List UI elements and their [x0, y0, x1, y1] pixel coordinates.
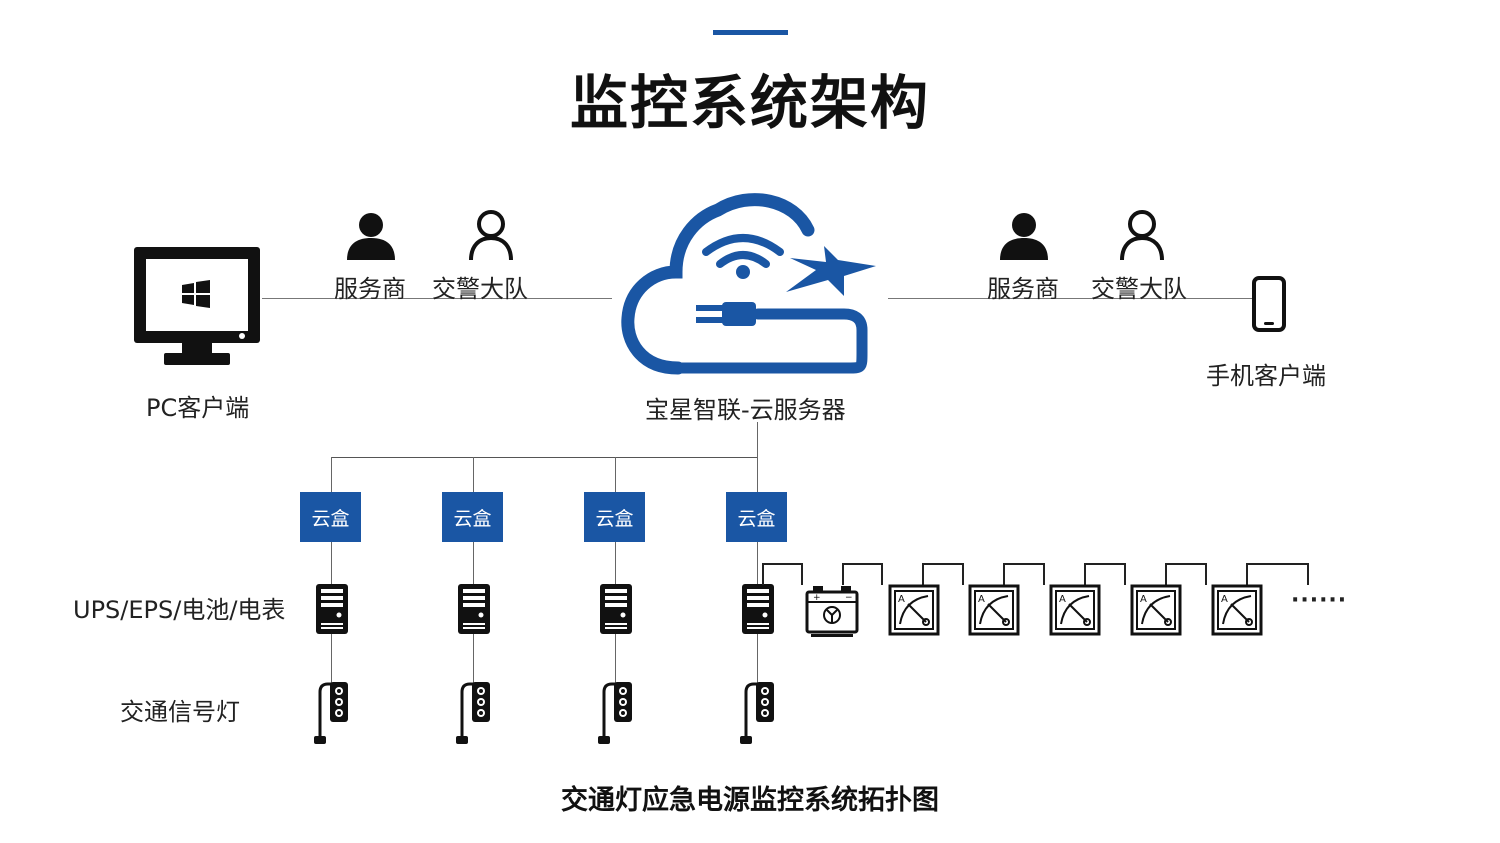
- right-traffic-police-label: 交警大队: [1091, 275, 1187, 303]
- chain-line: [1307, 563, 1309, 585]
- chain-line: [1246, 563, 1248, 585]
- chain-line: [1043, 563, 1045, 585]
- svg-text:A: A: [1059, 594, 1066, 605]
- left-service-provider-label: 服务商: [334, 275, 406, 303]
- user-solid-icon: [998, 210, 1050, 262]
- cloud-server-label: 宝星智联-云服务器: [645, 396, 846, 424]
- branch-line: [473, 457, 474, 493]
- cloud-box-1: 云盒: [300, 492, 361, 542]
- page-title: 监控系统架构: [569, 69, 930, 137]
- left-traffic-police-label: 交警大队: [432, 275, 528, 303]
- box-to-ups-line: [473, 542, 474, 584]
- left-connector-line: [262, 298, 612, 299]
- electric-meter-icon: A: [1211, 584, 1263, 636]
- svg-text:+: +: [813, 593, 821, 603]
- ups-to-light-line: [331, 634, 332, 684]
- svg-text:A: A: [898, 594, 905, 605]
- user-solid-icon: [345, 210, 397, 262]
- chain-line: [842, 563, 844, 585]
- chain-line: [1165, 563, 1167, 585]
- chain-line: [1124, 563, 1126, 585]
- chain-line: [922, 563, 963, 565]
- electric-meter-icon: A: [968, 584, 1020, 636]
- chain-line: [962, 563, 964, 585]
- ups-to-light-line: [757, 634, 758, 684]
- mobile-client-label: 手机客户端: [1206, 362, 1326, 390]
- battery-icon: + −: [805, 584, 859, 638]
- box-to-ups-line: [331, 542, 332, 584]
- server-trunk-line: [757, 422, 758, 458]
- electric-meter-icon: A: [888, 584, 940, 636]
- ups-row-label: UPS/EPS/电池/电表: [73, 596, 286, 624]
- pc-client-label: PC客户端: [146, 394, 250, 422]
- branch-line: [331, 457, 332, 493]
- cloud-box-4: 云盒: [726, 492, 787, 542]
- cloud-box-3: 云盒: [584, 492, 645, 542]
- user-outline-icon: [1119, 208, 1165, 262]
- ups-unit-icon: [741, 583, 775, 635]
- chain-line: [1165, 563, 1206, 565]
- svg-text:A: A: [978, 594, 985, 605]
- chain-line: [762, 563, 764, 585]
- chain-line: [1084, 563, 1086, 585]
- chain-line: [842, 563, 882, 565]
- pc-monitor-icon: [132, 245, 262, 370]
- distribution-bus-line: [331, 457, 758, 458]
- chain-line: [1003, 563, 1044, 565]
- mobile-phone-icon: [1252, 276, 1286, 332]
- ups-unit-icon: [599, 583, 633, 635]
- user-outline-icon: [468, 208, 514, 262]
- chain-line: [1084, 563, 1125, 565]
- chain-line: [922, 563, 924, 585]
- cloud-box-2: 云盒: [442, 492, 503, 542]
- ups-to-light-line: [615, 634, 616, 684]
- traffic-light-row-label: 交通信号灯: [120, 698, 240, 726]
- cloud-server-icon: [618, 180, 880, 375]
- chain-line: [762, 563, 802, 565]
- svg-text:A: A: [1221, 594, 1228, 605]
- svg-text:A: A: [1140, 594, 1147, 605]
- traffic-light-icon: [310, 678, 354, 746]
- electric-meter-icon: A: [1130, 584, 1182, 636]
- branch-line: [757, 457, 758, 493]
- right-service-provider-label: 服务商: [987, 275, 1059, 303]
- diagram-caption: 交通灯应急电源监控系统拓扑图: [561, 785, 939, 816]
- box-to-ups-line: [757, 542, 758, 584]
- chain-line: [881, 563, 883, 585]
- ups-unit-icon: [457, 583, 491, 635]
- chain-line: [1003, 563, 1005, 585]
- ups-unit-icon: [315, 583, 349, 635]
- traffic-light-icon: [452, 678, 496, 746]
- ups-to-light-line: [473, 634, 474, 684]
- more-devices-ellipsis: ······: [1291, 588, 1348, 613]
- svg-text:−: −: [845, 593, 853, 603]
- branch-line: [615, 457, 616, 493]
- title-accent-bar: [713, 30, 788, 35]
- right-connector-line: [888, 298, 1253, 299]
- box-to-ups-line: [615, 542, 616, 584]
- traffic-light-icon: [736, 678, 780, 746]
- chain-line: [1246, 563, 1308, 565]
- chain-line: [801, 563, 803, 585]
- electric-meter-icon: A: [1049, 584, 1101, 636]
- traffic-light-icon: [594, 678, 638, 746]
- chain-line: [1205, 563, 1207, 585]
